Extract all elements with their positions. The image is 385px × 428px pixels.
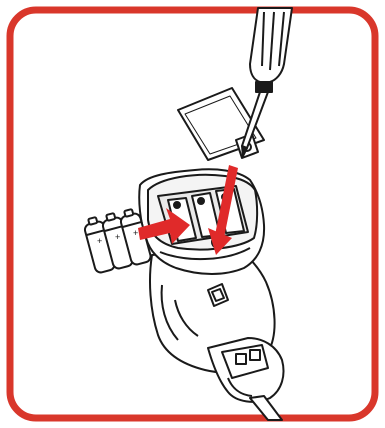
battery-compartment: [139, 169, 264, 274]
battery-2-plus-label: +: [115, 232, 120, 242]
battery-3-plus-label: +: [133, 228, 138, 238]
screwdriver: [242, 8, 292, 156]
battery-1-plus-label: +: [97, 236, 102, 246]
